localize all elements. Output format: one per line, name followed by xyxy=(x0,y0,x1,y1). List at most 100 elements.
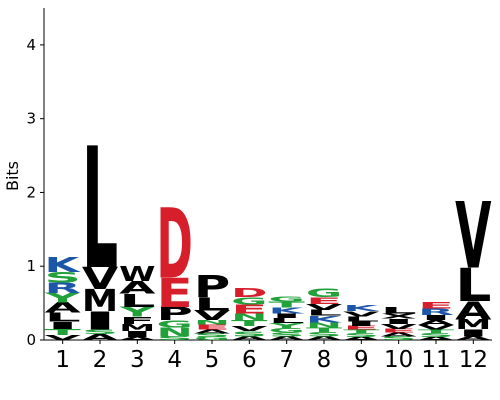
logo-letter: I xyxy=(418,314,454,322)
logo-letter: A xyxy=(455,335,492,341)
logo-letter: T xyxy=(45,327,81,336)
logo-letter: I xyxy=(119,330,155,339)
x-tick-label: 4 xyxy=(167,347,182,373)
logo-letter: D xyxy=(231,286,267,300)
logo-letter: A xyxy=(231,335,268,341)
logo-letter: L xyxy=(119,290,155,311)
logo-letter: V xyxy=(455,185,491,291)
logo-letter: G xyxy=(306,287,342,300)
logo-letter: A xyxy=(269,335,306,341)
logo-letter: N xyxy=(306,321,342,329)
x-tick-label: 7 xyxy=(279,347,294,373)
logo-letter: A xyxy=(82,333,118,342)
logo-letter: P xyxy=(157,303,193,324)
logo-letter: Y xyxy=(268,322,306,330)
logo-letter: E xyxy=(343,325,379,331)
logo-letter: A xyxy=(381,332,418,338)
logo-letter: K xyxy=(45,254,81,277)
x-tick-label: 2 xyxy=(93,347,108,373)
x-tick-label: 9 xyxy=(354,347,369,373)
logo-letter: V xyxy=(194,308,231,323)
logo-letter: S xyxy=(45,269,81,285)
logo-letter: R xyxy=(45,280,82,296)
logo-letter: L xyxy=(381,305,417,316)
logo-letter: S xyxy=(157,335,193,341)
logo-letter: V xyxy=(82,261,119,296)
logo-letter: S xyxy=(306,331,342,338)
logo-letter: T xyxy=(418,329,455,335)
logo-letter: V xyxy=(343,310,379,318)
logo-letter: S xyxy=(418,333,454,339)
logo-letter: A xyxy=(119,336,156,341)
logo-letter: I xyxy=(343,320,379,327)
x-tick-label: 3 xyxy=(130,347,145,373)
y-axis-title: Bits xyxy=(3,161,22,191)
logo-letter: W xyxy=(119,263,155,286)
logo-letter: E xyxy=(418,300,454,310)
logo-letter: L xyxy=(194,294,230,315)
logo-letter: K xyxy=(306,314,343,325)
logo-letter: N xyxy=(194,319,230,326)
logo-letter: Y xyxy=(118,305,156,320)
logo-letter: D xyxy=(157,189,193,301)
logo-letter: I xyxy=(455,327,491,339)
x-tick-label: 5 xyxy=(205,347,220,373)
logo-letter: A xyxy=(119,278,156,298)
logo-letter: S xyxy=(381,335,417,341)
logo-letter: T xyxy=(343,329,380,335)
logo-letter: K xyxy=(269,306,305,316)
logo-letter: L xyxy=(343,315,379,323)
logo-letter: P xyxy=(194,269,230,304)
logo-letter: A xyxy=(418,336,455,341)
logo-letter: E xyxy=(306,296,342,306)
x-tick-label: 11 xyxy=(421,347,450,373)
logo-letter: G xyxy=(231,295,267,307)
logo-letter: E xyxy=(381,328,417,334)
logo-letter: V xyxy=(306,302,342,311)
y-tick-label: 0 xyxy=(26,331,36,349)
logo-letter: T xyxy=(231,319,267,328)
logo-letter: Y xyxy=(44,291,82,306)
y-tick-label: 2 xyxy=(26,183,36,201)
logo-letter: E xyxy=(157,270,193,317)
logo-letter: I xyxy=(269,312,305,319)
logo-letter: I xyxy=(45,320,81,332)
logo-letter: E xyxy=(194,323,230,331)
logo-letter: G xyxy=(269,327,305,334)
logo-letter: I xyxy=(381,317,417,325)
logo-letter: A xyxy=(45,300,82,316)
logo-letter: T xyxy=(306,326,343,333)
logo-letter: N xyxy=(231,312,267,322)
logo-letter: S xyxy=(82,329,118,336)
x-tick-label: 1 xyxy=(55,347,70,373)
logo-letter: L xyxy=(45,310,81,324)
logo-letter: A xyxy=(194,329,231,335)
logo-letter: X xyxy=(381,312,417,320)
logo-letter: A xyxy=(455,296,491,325)
logo-letter: N xyxy=(157,325,193,339)
logo-letter: G xyxy=(157,318,193,330)
x-tick-label: 6 xyxy=(242,347,257,373)
logo-letter: R xyxy=(418,307,454,318)
x-tick-label: 8 xyxy=(317,347,332,373)
logo-letter: L xyxy=(269,316,305,324)
logo-letter: S xyxy=(269,332,305,338)
logo-letter: V xyxy=(45,333,81,341)
logo-letter: V xyxy=(381,322,417,330)
logo-letter: L xyxy=(306,308,342,318)
logo-letter: S xyxy=(231,330,267,338)
